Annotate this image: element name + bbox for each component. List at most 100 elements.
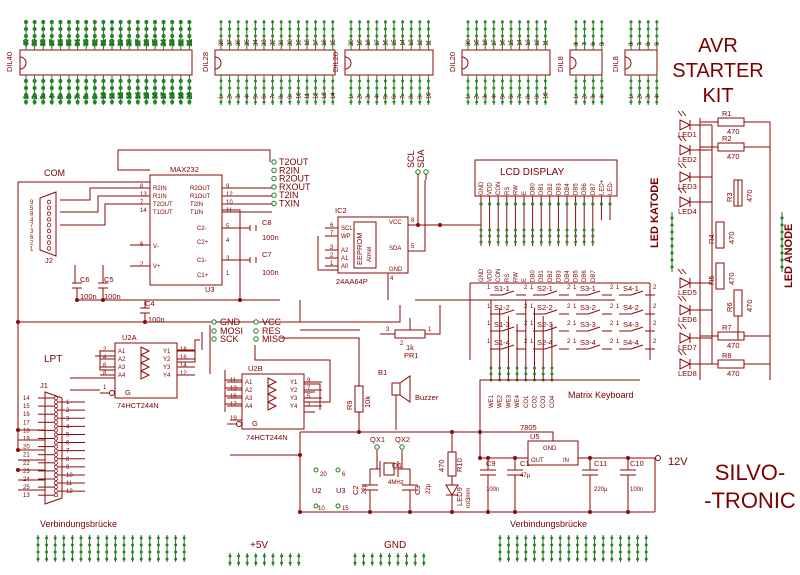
junction-dot xyxy=(478,456,482,460)
led-rays xyxy=(677,110,687,117)
socket-dot xyxy=(178,100,183,104)
lpt-pin-num: 22 xyxy=(23,461,30,467)
socket-dot xyxy=(219,20,223,24)
socket-dot xyxy=(101,86,106,90)
socket-dot xyxy=(58,86,63,90)
led9-r10: 470 R10 LED9 rot3mm xyxy=(437,432,472,512)
socket-dot xyxy=(655,86,659,90)
socket-dot xyxy=(118,93,123,97)
key-label: S1-4 xyxy=(494,338,510,347)
com-pin-num: 8 xyxy=(30,212,34,218)
led-rays xyxy=(677,295,687,302)
socket-dot xyxy=(629,20,633,24)
com-pin xyxy=(46,246,52,251)
isp-terminal xyxy=(253,328,259,334)
socket-dot xyxy=(110,86,114,90)
socket-dot xyxy=(67,79,71,83)
socket-dot xyxy=(161,27,166,31)
kb-wire-name: WE4 xyxy=(515,394,521,408)
socket-pin-num: 17 xyxy=(314,39,320,46)
socket-dot xyxy=(236,79,240,83)
key-pin: 2 xyxy=(610,339,614,345)
socket-dot xyxy=(245,86,249,90)
potentiometer-pr1: 2 3 1 1k PR1 xyxy=(380,305,441,360)
socket-dot xyxy=(135,27,140,31)
socket-pin-num: 20 xyxy=(187,92,193,99)
eeprom-num: 7 xyxy=(330,231,334,237)
socket-pin-num: 14 xyxy=(401,39,407,46)
jumper-u3: U3 xyxy=(336,486,346,495)
socket-dot xyxy=(638,34,642,38)
kit-title: AVR STARTER KIT xyxy=(672,35,764,107)
socket-dot xyxy=(475,41,479,45)
kb-header-dot xyxy=(533,372,536,376)
socket-dot xyxy=(466,20,470,24)
lcd-bottom-pin-name: RW xyxy=(513,272,519,282)
socket-dot xyxy=(110,100,114,104)
socket-dot xyxy=(118,86,123,90)
socket-dot xyxy=(296,86,300,90)
socket-pin-num: 1 xyxy=(349,95,355,99)
socket-dot xyxy=(161,79,166,83)
socket-dot xyxy=(475,27,479,31)
v12-label: 12V xyxy=(668,456,688,468)
socket-pin-num: 14 xyxy=(136,92,142,99)
junction-dot xyxy=(408,510,412,514)
kb-header-dot xyxy=(533,366,536,370)
c6-val: 100n xyxy=(80,292,97,301)
socket-pin-num: 5 xyxy=(655,42,661,46)
socket-pin-num: 14 xyxy=(331,92,337,99)
socket-dot xyxy=(67,86,71,90)
socket-dot xyxy=(110,93,114,97)
socket-dot xyxy=(253,20,257,24)
com-pin xyxy=(46,205,52,210)
lpt-pin-num: 3 xyxy=(66,416,70,422)
lcd-dot xyxy=(522,202,526,206)
lpt-pin xyxy=(54,428,58,433)
uart-net-label: R2OUT xyxy=(279,174,310,184)
socket-pin-num: 2 xyxy=(475,95,481,99)
socket-dot xyxy=(271,41,275,45)
socket-pin-num: 13 xyxy=(127,92,133,99)
lpt-pin-num: 14 xyxy=(23,396,30,402)
socket-dot xyxy=(646,20,650,24)
lpt-pin-num: 1 xyxy=(66,400,70,406)
isp-net-label: MISO xyxy=(262,334,285,344)
junction-dot xyxy=(143,320,147,324)
lcd-header-dot xyxy=(556,240,560,244)
buffer-triangle xyxy=(267,401,278,411)
kb-header-dot xyxy=(506,366,510,370)
socket-dot xyxy=(144,41,149,45)
eeprom-num: 5 xyxy=(411,244,415,250)
led-rays xyxy=(677,349,687,356)
socket-label: DIL40 xyxy=(5,52,14,72)
socket-dot xyxy=(178,93,183,97)
socket-dot xyxy=(574,79,578,83)
socket-dot xyxy=(219,100,223,104)
buffer-pin-name: Y1 xyxy=(290,380,298,386)
socket-dot xyxy=(543,93,547,97)
lpt-pin-num: 17 xyxy=(23,420,30,426)
lpt-pin xyxy=(54,440,58,445)
lcd-bottom-pin-name: VDD xyxy=(488,269,494,282)
socket-pin-num: 5 xyxy=(383,95,389,99)
key-contact xyxy=(587,326,601,332)
socket-dot xyxy=(58,20,63,24)
buffer-pin-num: 1 xyxy=(103,385,107,391)
key-label: S4-1 xyxy=(623,284,639,293)
lpt-pin-num: 8 xyxy=(66,457,70,463)
isp-net-label: SCK xyxy=(220,334,239,344)
socket-dot xyxy=(475,34,479,38)
socket-dot xyxy=(392,93,396,97)
socket-dot xyxy=(646,41,650,45)
socket-dot xyxy=(314,100,318,104)
socket-dot xyxy=(219,86,223,90)
led-resistor xyxy=(715,262,725,290)
junction-dot xyxy=(626,456,630,460)
buffer-pin-name: Y3 xyxy=(290,396,298,402)
socket-pin-num: 7 xyxy=(401,95,407,99)
socket-dot xyxy=(314,41,318,45)
socket-pin-num: 18 xyxy=(170,92,176,99)
key-label: S3-1 xyxy=(580,284,596,293)
eeprom-num: 1 xyxy=(330,261,334,267)
